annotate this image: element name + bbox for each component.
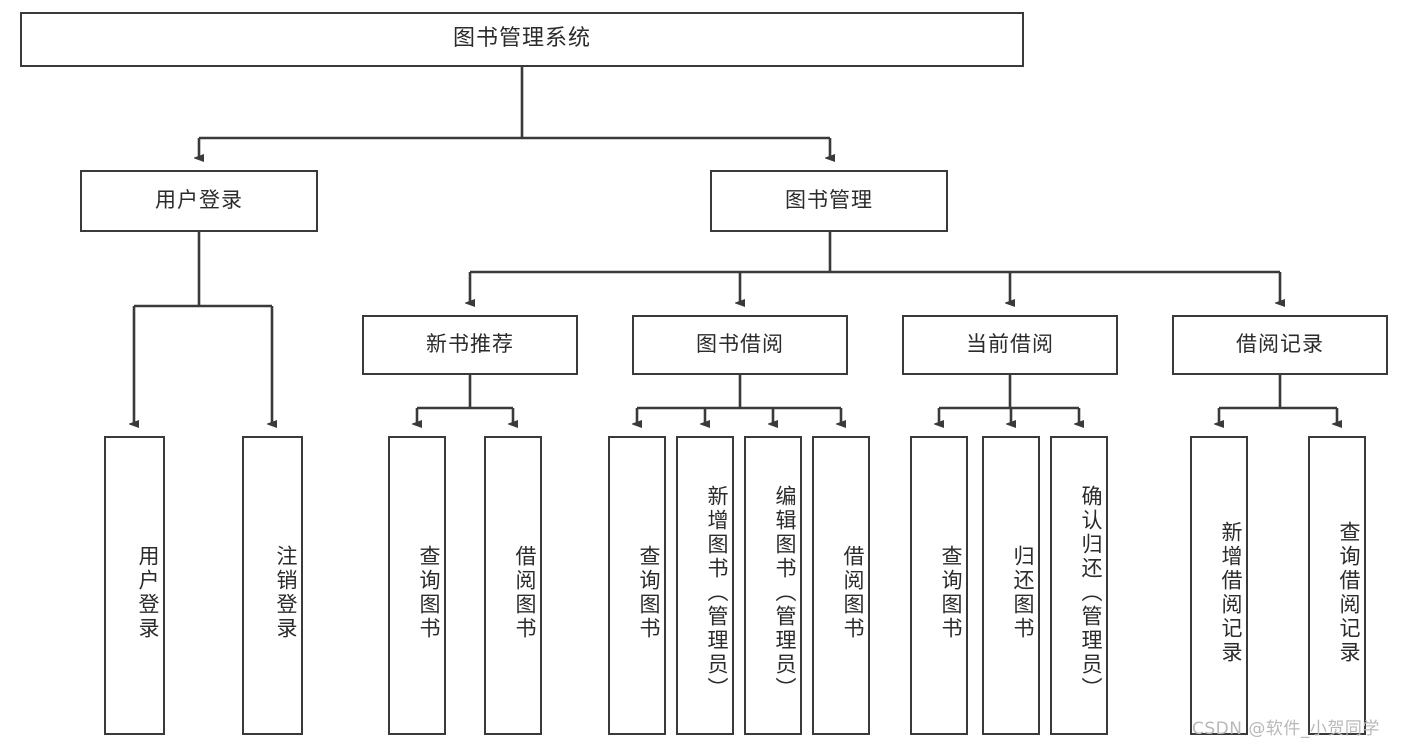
leaf-query-borrow-record-label: 查询借阅记录 [1337,520,1361,665]
leaf-query-books-rec[interactable]: 查询图书 [388,436,446,735]
leaf-add-book-admin-label: 新增图书（管理员） [705,484,729,701]
leaf-borrow-books-borrow-label: 借阅图书 [841,544,865,641]
node-borrow-records-label: 借阅记录 [1236,332,1324,357]
node-book-management-label: 图书管理 [785,188,873,213]
csdn-watermark: CSDN @软件_小贺同学 [1192,719,1380,739]
leaf-user-login[interactable]: 用户登录 [104,436,165,735]
leaf-edit-book-admin-label: 编辑图书（管理员） [773,484,797,701]
leaf-add-book-admin[interactable]: 新增图书（管理员） [676,436,734,735]
leaf-add-borrow-record-label: 新增借阅记录 [1219,520,1243,665]
node-book-management[interactable]: 图书管理 [710,170,948,232]
leaf-borrow-books-rec-label: 借阅图书 [513,544,537,641]
leaf-return-books-label: 归还图书 [1011,544,1035,641]
leaf-borrow-books-borrow[interactable]: 借阅图书 [812,436,870,735]
leaf-logout-label: 注销登录 [274,544,298,641]
leaf-query-books-current-label: 查询图书 [939,544,963,641]
node-current-borrow-label: 当前借阅 [966,332,1054,357]
leaf-edit-book-admin[interactable]: 编辑图书（管理员） [744,436,802,735]
leaf-query-books-rec-label: 查询图书 [417,544,441,641]
leaf-return-books[interactable]: 归还图书 [982,436,1040,735]
node-current-borrow[interactable]: 当前借阅 [902,315,1118,375]
leaf-query-books-current[interactable]: 查询图书 [910,436,968,735]
leaf-logout[interactable]: 注销登录 [242,436,303,735]
node-new-book-recommend-label: 新书推荐 [426,332,514,357]
node-root[interactable]: 图书管理系统 [20,12,1024,67]
leaf-query-borrow-record[interactable]: 查询借阅记录 [1308,436,1366,735]
leaf-user-login-label: 用户登录 [136,544,160,641]
node-borrow-records[interactable]: 借阅记录 [1172,315,1388,375]
leaf-borrow-books-rec[interactable]: 借阅图书 [484,436,542,735]
node-user-login[interactable]: 用户登录 [80,170,318,232]
leaf-query-books-borrow[interactable]: 查询图书 [608,436,666,735]
leaf-add-borrow-record[interactable]: 新增借阅记录 [1190,436,1248,735]
node-root-label: 图书管理系统 [452,26,591,52]
leaf-confirm-return-admin[interactable]: 确认归还（管理员） [1050,436,1108,735]
node-user-login-label: 用户登录 [155,188,243,213]
node-book-borrow-label: 图书借阅 [696,332,784,357]
node-new-book-recommend[interactable]: 新书推荐 [362,315,578,375]
leaf-query-books-borrow-label: 查询图书 [637,544,661,641]
leaf-confirm-return-admin-label: 确认归还（管理员） [1079,484,1103,701]
node-book-borrow[interactable]: 图书借阅 [632,315,848,375]
